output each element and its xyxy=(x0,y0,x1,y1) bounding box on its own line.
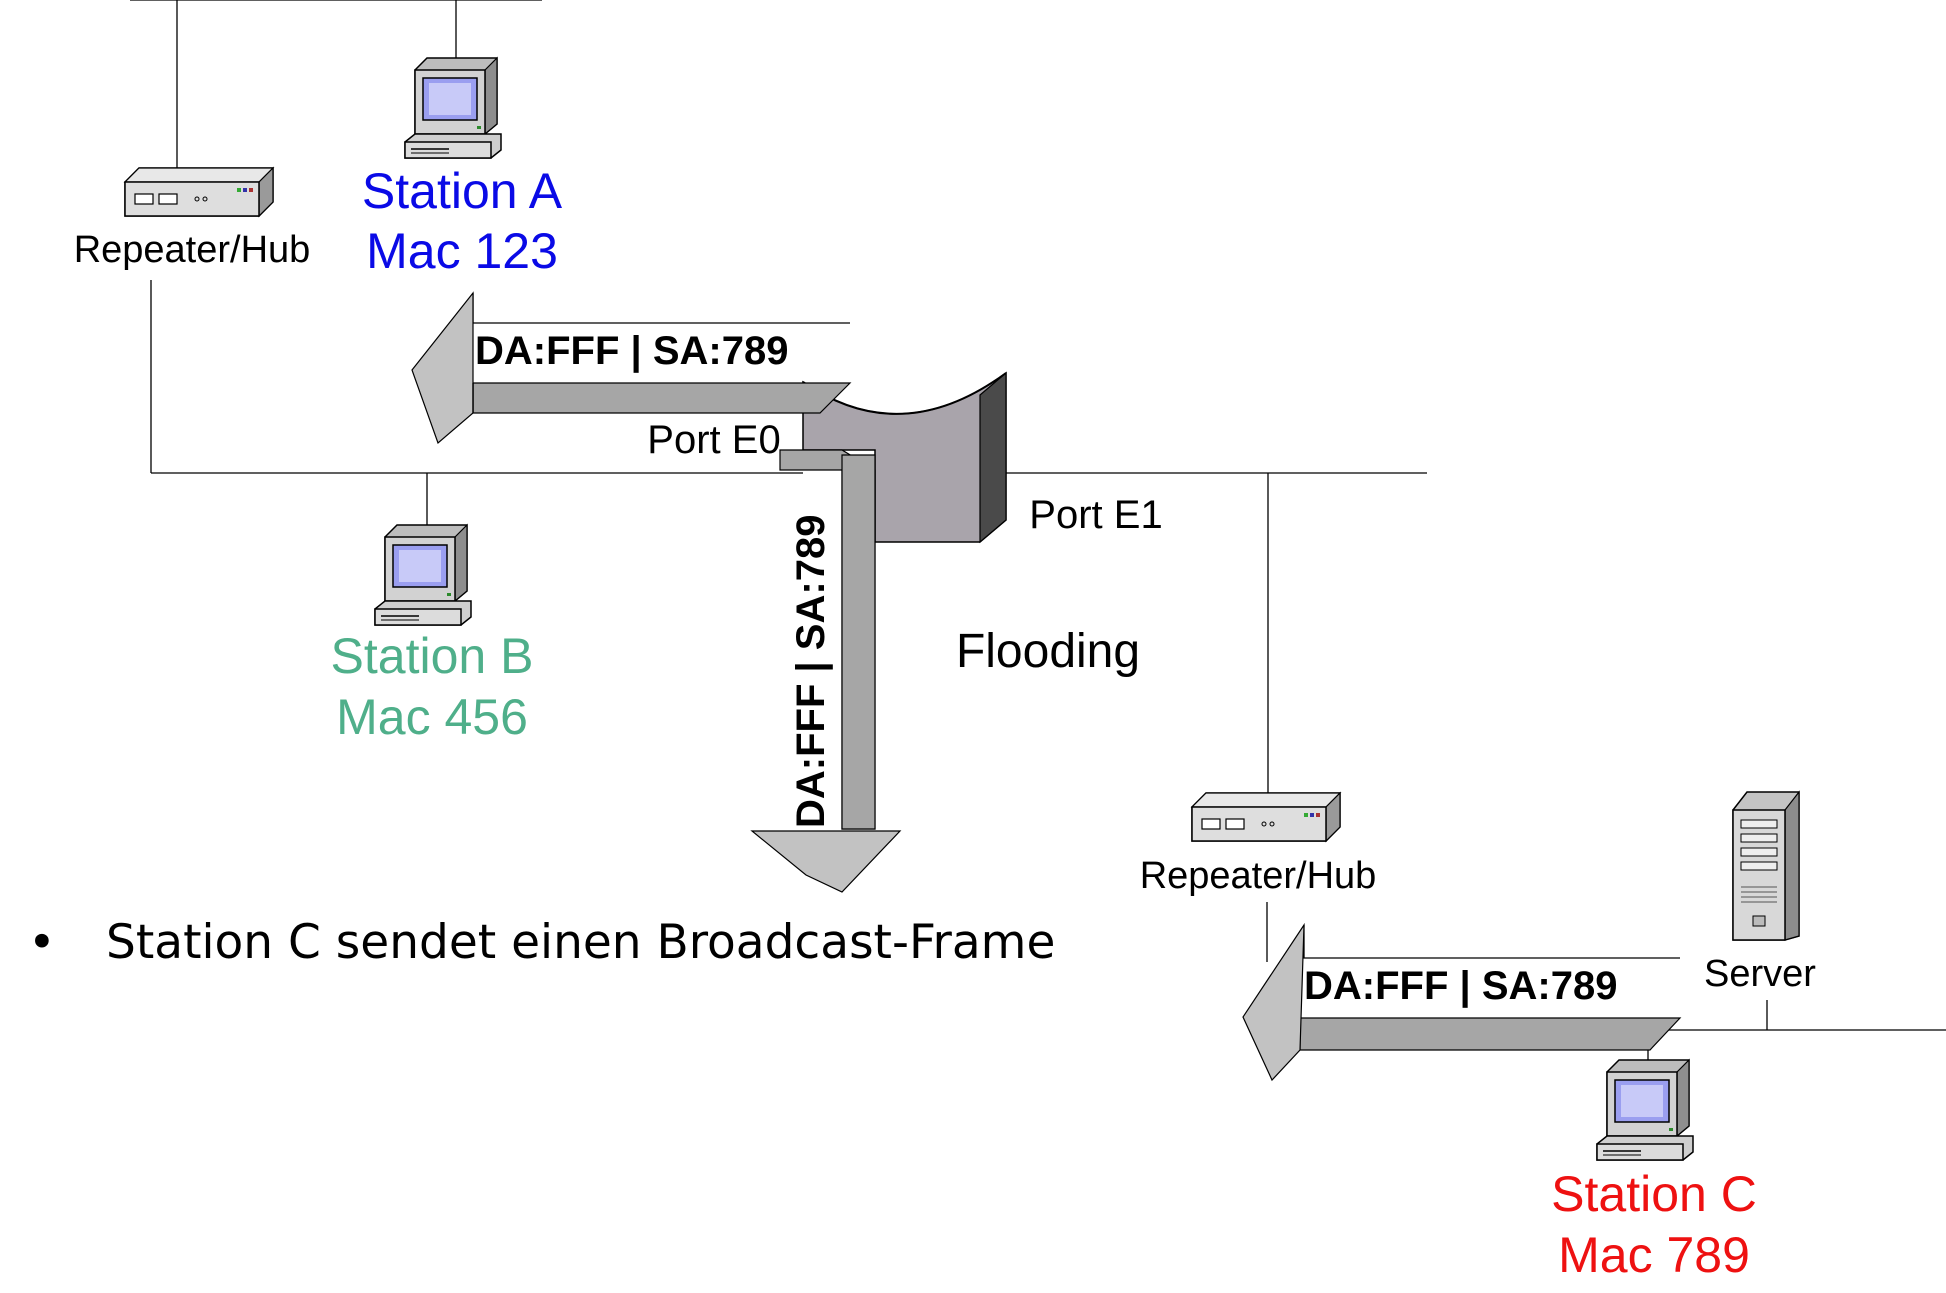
port-e0-label: Port E0 xyxy=(647,418,780,462)
station-c-computer-icon xyxy=(1596,1059,1694,1161)
server-label: Server xyxy=(1704,953,1816,995)
frame-label-downward: DA:FFF | SA:789 xyxy=(789,515,833,828)
hub-right-label: Repeater/Hub xyxy=(1140,855,1377,897)
frame-arrow-downward xyxy=(750,449,902,893)
frame-label-station-c: DA:FFF | SA:789 xyxy=(1304,964,1617,1008)
frame-arrow-to-station-a xyxy=(411,291,852,445)
hub-left-label: Repeater/Hub xyxy=(74,229,311,271)
bullet-text: Station C sendet einen Broadcast-Frame xyxy=(106,915,1055,970)
network-wires xyxy=(130,0,1946,1060)
flooding-label: Flooding xyxy=(956,625,1140,678)
station-b-computer-icon xyxy=(374,524,472,626)
station-b-name: Station B xyxy=(331,628,534,684)
server-icon xyxy=(1732,790,1800,941)
station-a-mac: Mac 123 xyxy=(366,223,558,279)
station-c-mac: Mac 789 xyxy=(1558,1227,1750,1283)
frame-arrow-from-station-c xyxy=(1242,922,1682,1082)
station-a-name: Station A xyxy=(362,163,563,219)
switch-shape xyxy=(802,371,1007,544)
repeater-hub-right-icon xyxy=(1191,792,1341,842)
frame-label-station-a: DA:FFF | SA:789 xyxy=(475,329,788,373)
port-e1-label: Port E1 xyxy=(1029,493,1162,537)
bullet-marker: • xyxy=(28,915,56,970)
station-a-computer-icon xyxy=(404,57,502,159)
station-c-name: Station C xyxy=(1551,1166,1757,1222)
repeater-hub-left-icon xyxy=(124,167,274,217)
station-b-mac: Mac 456 xyxy=(336,689,528,745)
